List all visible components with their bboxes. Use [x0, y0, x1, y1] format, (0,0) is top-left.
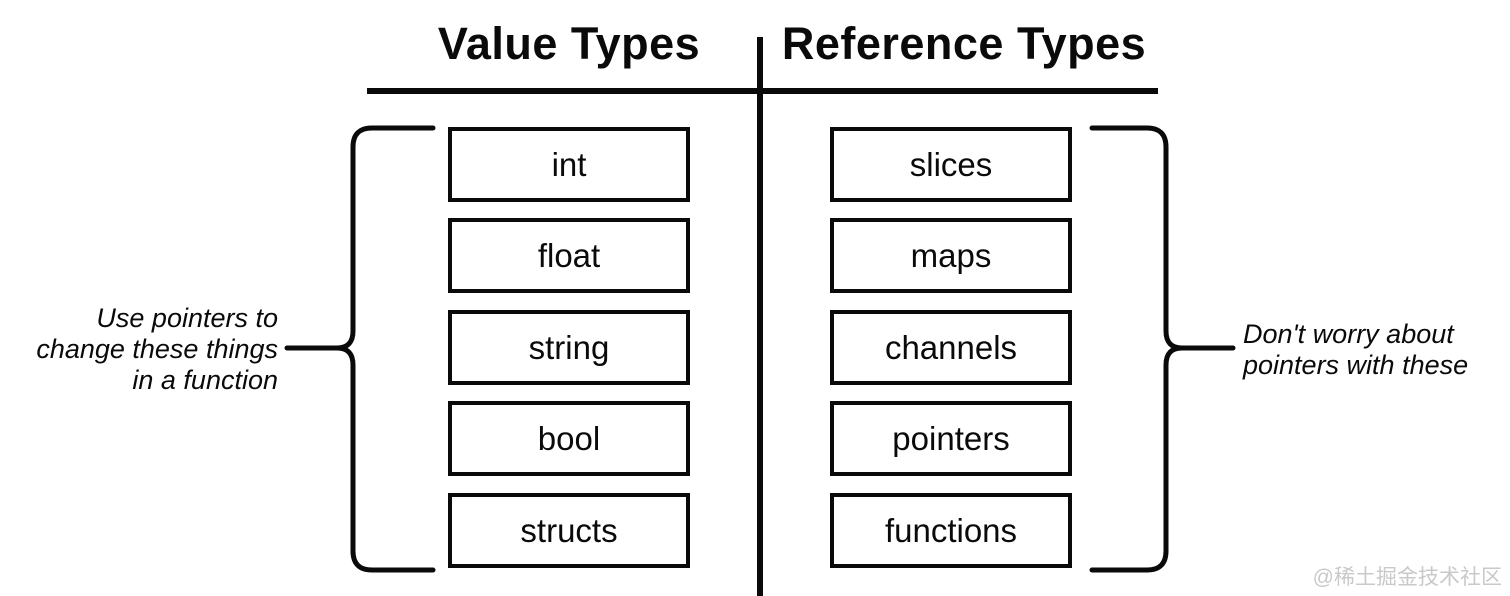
value-types-annotation: Use pointers to change these things in a…: [20, 303, 278, 396]
type-box-label: slices: [909, 145, 993, 183]
right-brace: [1089, 125, 1185, 573]
type-box-label: int: [551, 145, 587, 183]
type-box-float: float: [448, 218, 690, 293]
type-box-functions: functions: [830, 493, 1072, 568]
type-box-label: float: [537, 236, 601, 274]
reference-types-annotation: Don't worry about pointers with these: [1243, 319, 1468, 381]
type-box-maps: maps: [830, 218, 1072, 293]
type-box-slices: slices: [830, 127, 1072, 202]
type-box-string: string: [448, 310, 690, 385]
type-box-label: functions: [884, 511, 1018, 549]
value-types-header: Value Types: [437, 18, 701, 69]
type-box-label: bool: [537, 419, 601, 457]
watermark-text: @稀土掘金技术社区: [1312, 566, 1502, 589]
annotation-line: change these things: [36, 334, 278, 364]
annotation-line: pointers with these: [1243, 350, 1469, 380]
reference-types-header: Reference Types: [781, 18, 1147, 69]
annotation-line: Use pointers to: [96, 303, 278, 333]
type-box-label: structs: [520, 511, 618, 549]
annotation-line: in a function: [132, 365, 278, 395]
type-box-channels: channels: [830, 310, 1072, 385]
type-box-label: pointers: [892, 419, 1010, 457]
type-box-label: maps: [910, 236, 992, 274]
type-box-pointers: pointers: [830, 401, 1072, 476]
left-brace: [334, 125, 436, 573]
type-box-int: int: [448, 127, 690, 202]
type-box-bool: bool: [448, 401, 690, 476]
annotation-line: Don't worry about: [1243, 319, 1454, 349]
type-box-label: channels: [884, 328, 1018, 366]
type-box-label: string: [528, 328, 610, 366]
type-box-structs: structs: [448, 493, 690, 568]
